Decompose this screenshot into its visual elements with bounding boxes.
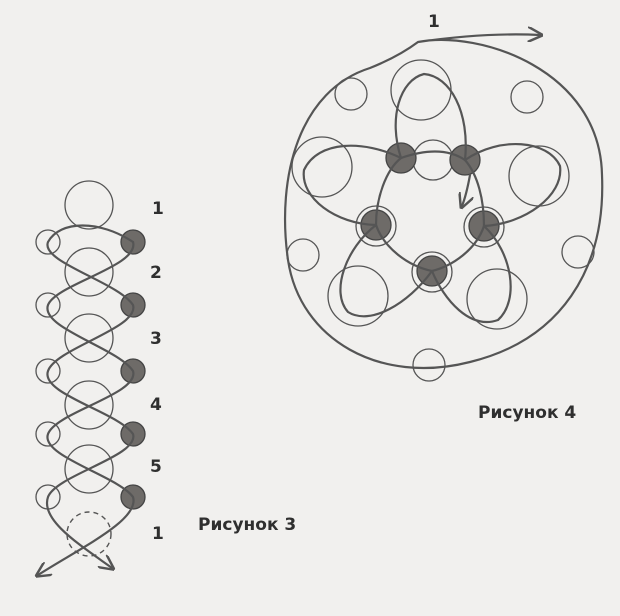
fig4-petal-thread [339,223,434,318]
fig4-arrow-label: 1 [428,12,440,32]
figure-3: 1 2 3 4 5 1 Рисунок 3 [35,180,296,575]
fig3-caption: Рисунок 3 [198,515,296,535]
fig3-left-bead [35,358,61,384]
fig4-inner-arrow [462,173,470,206]
fig4-caption: Рисунок 4 [478,403,576,423]
fig4-petal-thread [430,224,512,323]
fig3-dashed-bead [66,511,112,557]
fig4-rim-bead [412,348,446,382]
fig4-outer-bead [327,265,389,327]
fig3-left-bead [35,229,61,255]
figure-4: 1 Рисунок 4 [284,12,604,423]
fig4-rim-bead [510,80,544,114]
fig3-row-label: 4 [150,395,162,415]
fig4-outer-bead [390,59,452,121]
fig4-inner-bead [412,139,454,181]
fig3-left-bead [35,292,61,318]
fig4-outer-thread [284,34,604,370]
fig4-outer-bead [291,136,353,198]
fig3-row-label: 1 [152,199,164,219]
fig3-row-label: 2 [150,263,162,283]
fig3-middle-bead [64,380,114,430]
fig3-row-label: 3 [150,329,162,349]
fig3-left-bead [35,421,61,447]
fig4-rim-bead [286,238,320,272]
fig3-row-label: 1 [152,524,164,544]
fig3-middle-bead [64,444,114,494]
fig4-inner-bead [355,205,397,247]
fig4-rim-bead [561,235,595,269]
fig4-outer-bead [466,268,528,330]
fig4-petal-thread [394,72,467,162]
fig3-middle-bead [64,180,114,230]
fig4-rim-bead [334,77,368,111]
fig3-row-label: 5 [150,457,162,477]
fig3-middle-bead [64,247,114,297]
fig3-thread-b [38,240,135,575]
fig4-inner-thread [374,150,486,273]
fig4-petal-thread [463,142,562,228]
fig4-petal-thread [302,144,403,227]
fig4-inner-bead [411,251,453,293]
fig3-middle-bead [64,313,114,363]
fig3-thread-a [45,224,135,569]
